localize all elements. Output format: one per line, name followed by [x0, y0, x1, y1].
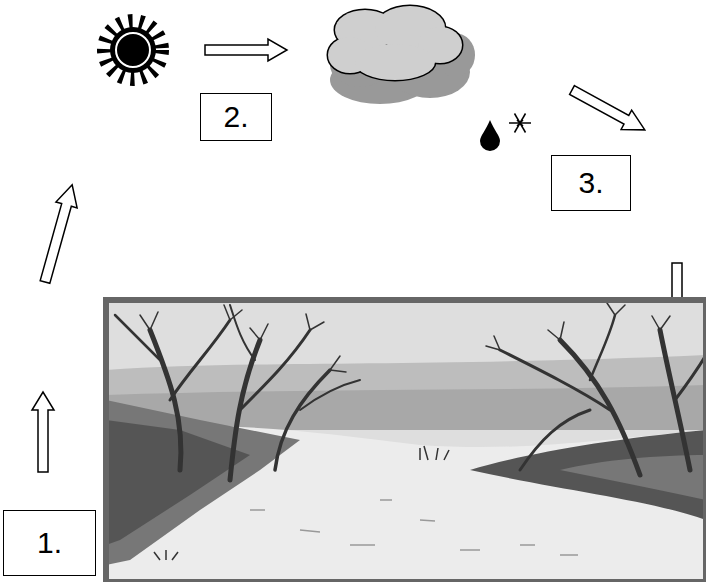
flow-arrow — [567, 80, 650, 139]
step-number-box: 3. — [551, 155, 631, 211]
step-number-box: 2. — [200, 93, 272, 141]
step-number: 2. — [223, 102, 248, 132]
step-number: 1. — [37, 528, 62, 558]
step-number: 3. — [578, 168, 603, 198]
flow-arrow — [205, 39, 287, 61]
landscape-picture — [106, 300, 706, 582]
step-number-box: 1. — [3, 510, 96, 576]
cloud-symbol — [328, 6, 475, 104]
sun-symbol — [104, 21, 162, 79]
flow-arrow — [32, 392, 54, 472]
raindrop-symbol — [480, 120, 500, 151]
flow-arrow — [34, 182, 82, 285]
snowflake-symbol — [509, 114, 531, 133]
